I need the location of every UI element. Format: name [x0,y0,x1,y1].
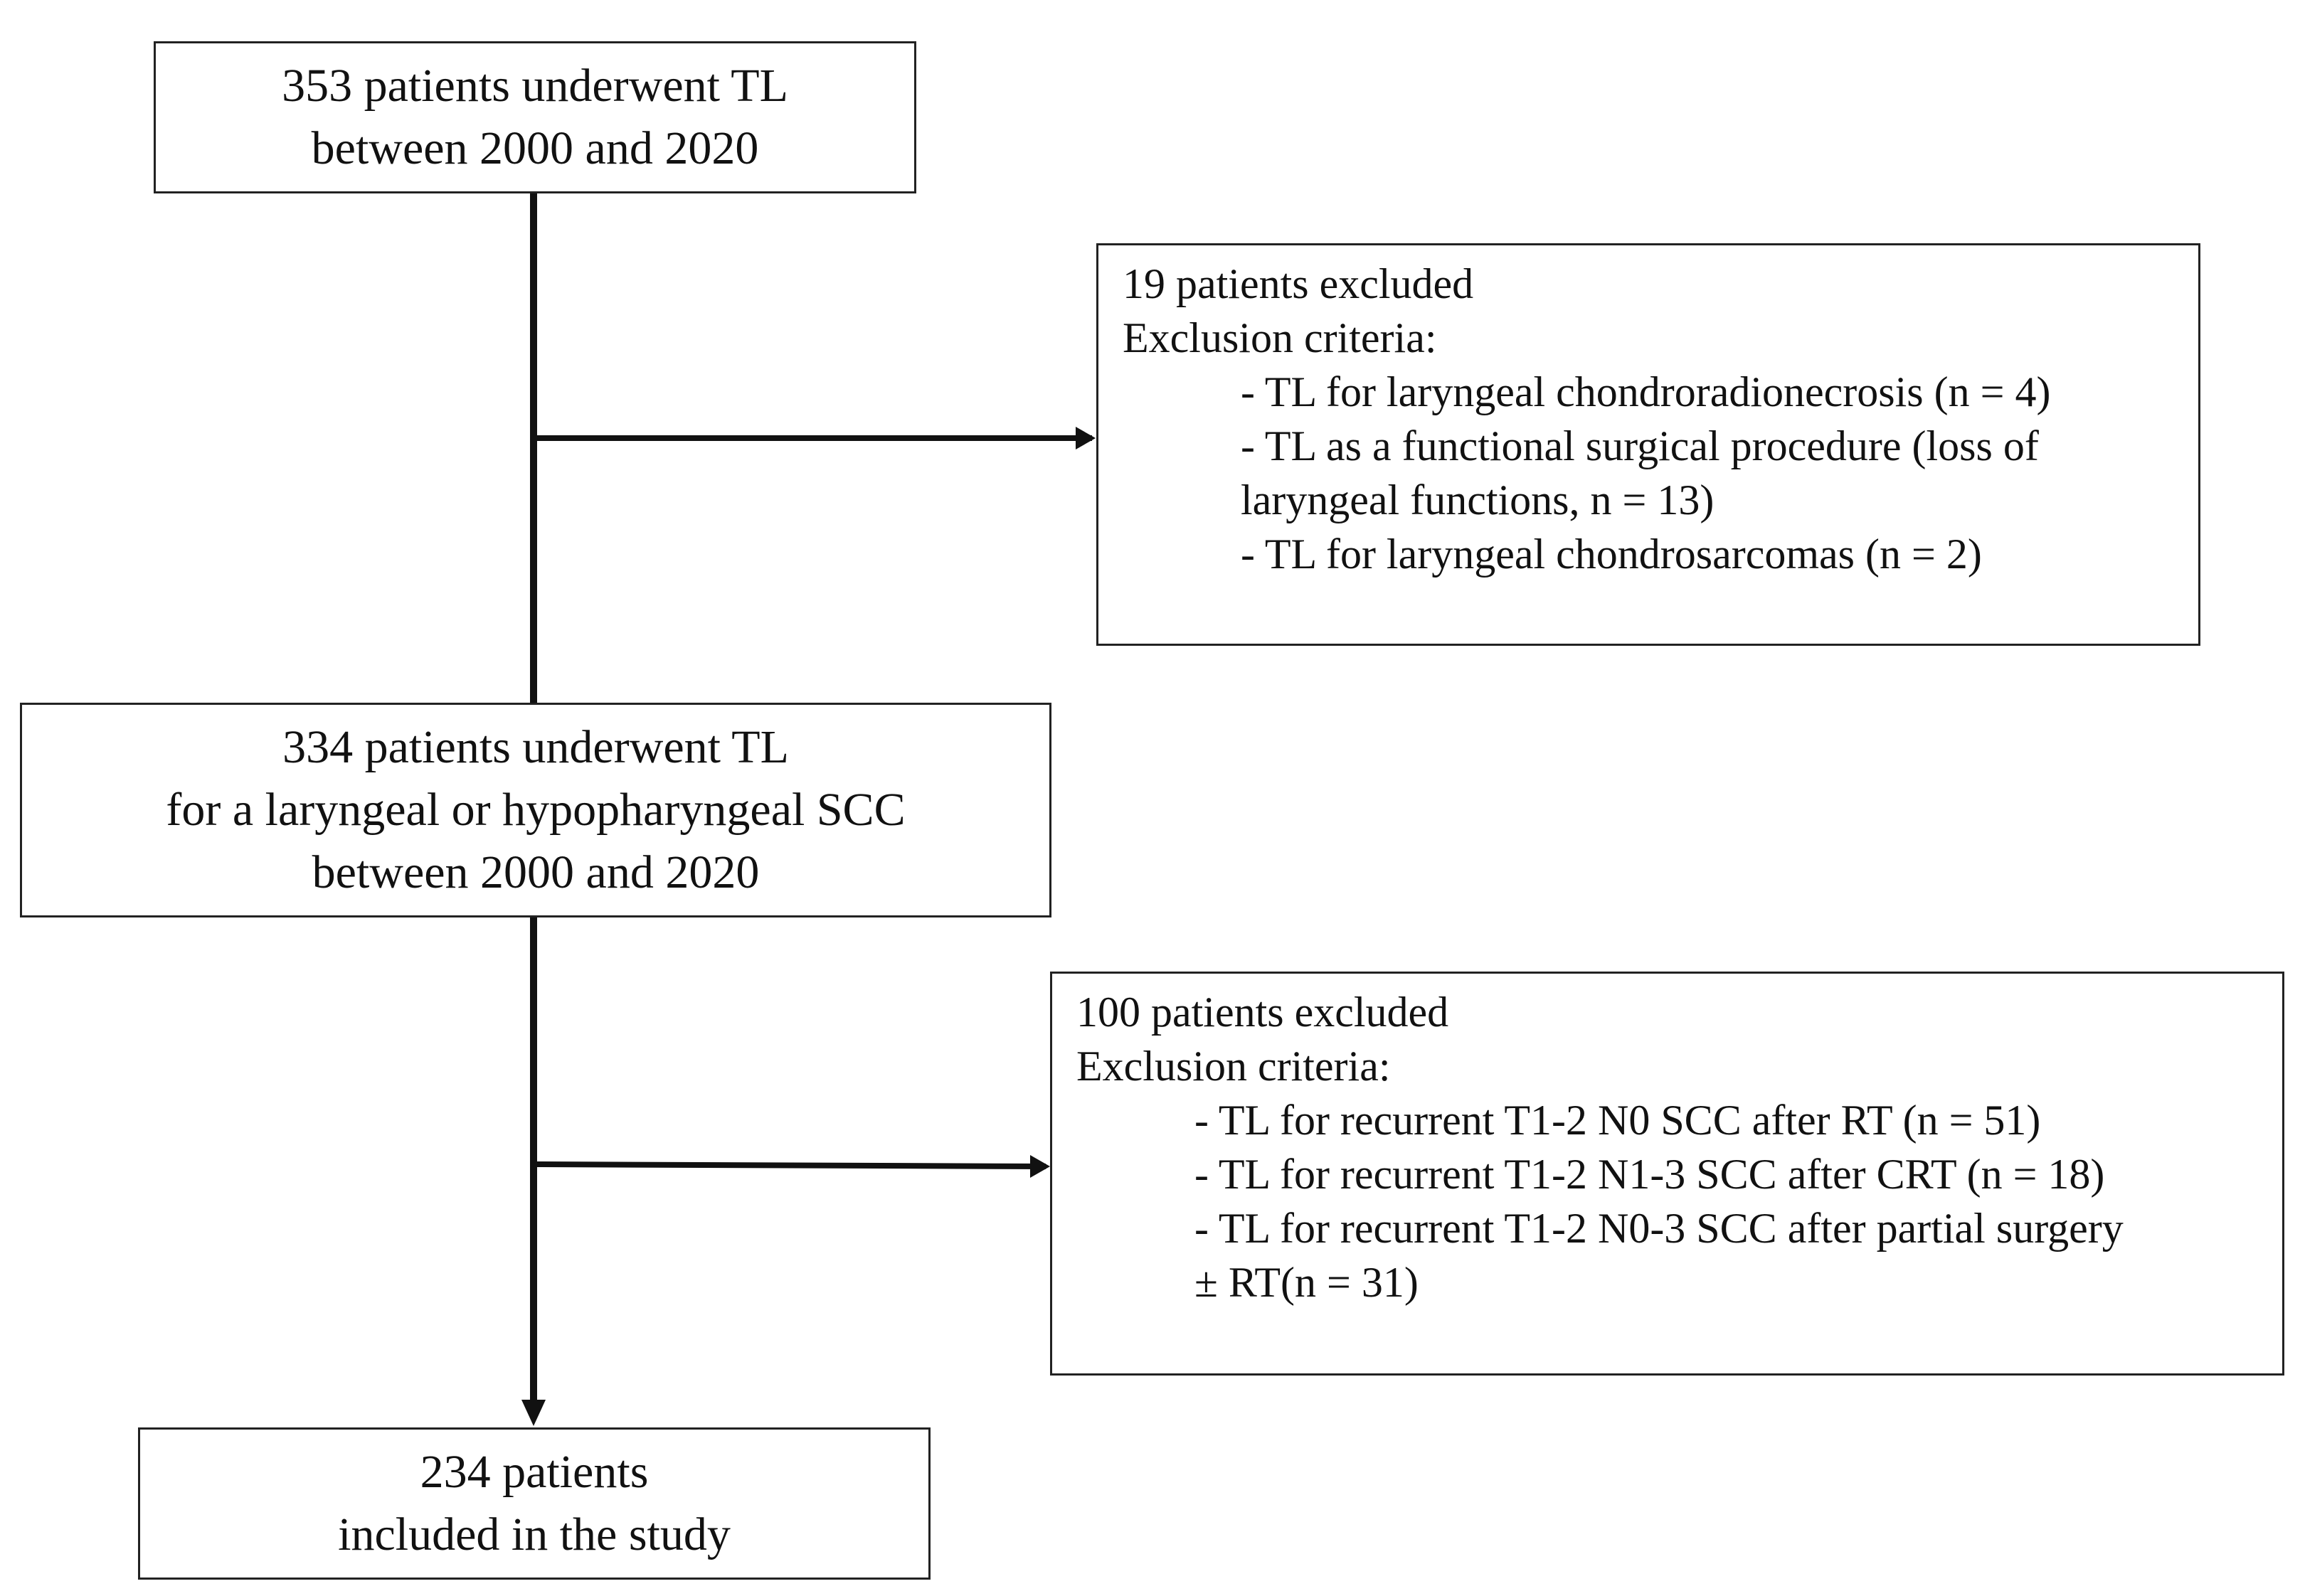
branch-arrow-2 [533,1161,1046,1169]
step2-line: 334 patients underwent TL [282,721,789,773]
final-line: 234 patients [420,1446,649,1498]
trunk-arrowhead-2 [521,1400,546,1426]
exclusion2-item: - TL for recurrent T1-2 N0-3 SCC after p… [1194,1205,2124,1252]
exclusion2-item: ± RT(n = 31) [1194,1259,1419,1306]
exclusion1-criteria-title: Exclusion criteria: [1123,314,1437,361]
exclusion2-count: 100 patients excluded [1076,989,1449,1036]
exclusion1-box: 19 patients excluded Exclusion criteria:… [1096,243,2200,646]
step2-line: between 2000 and 2020 [312,846,760,898]
step1-line: 353 patients underwent TL [282,60,788,112]
step2-line: for a laryngeal or hypopharyngeal SCC [166,784,906,836]
final-line: included in the study [338,1509,731,1560]
exclusion2-box: 100 patients excluded Exclusion criteria… [1050,972,2284,1376]
exclusion1-item: - TL for laryngeal chondroradionecrosis … [1241,368,2051,415]
exclusion1-item: - TL as a functional surgical procedure … [1241,422,2039,469]
step1-box: 353 patients underwent TL between 2000 a… [154,41,916,193]
branch-arrowhead-1 [1076,427,1096,449]
exclusion2-item: - TL for recurrent T1-2 N0 SCC after RT … [1194,1097,2041,1144]
step1-line: between 2000 and 2020 [311,122,759,174]
exclusion1-item: - TL for laryngeal chondrosarcomas (n = … [1241,531,1982,578]
exclusion2-criteria-title: Exclusion criteria: [1076,1043,1391,1090]
exclusion1-count: 19 patients excluded [1123,260,1474,307]
step2-box: 334 patients underwent TL for a laryngea… [20,703,1051,917]
exclusion2-item: - TL for recurrent T1-2 N1-3 SCC after C… [1194,1151,2105,1198]
exclusion1-item: laryngeal functions, n = 13) [1241,477,1715,523]
branch-arrowhead-2 [1030,1155,1050,1178]
final-box: 234 patients included in the study [138,1427,931,1580]
